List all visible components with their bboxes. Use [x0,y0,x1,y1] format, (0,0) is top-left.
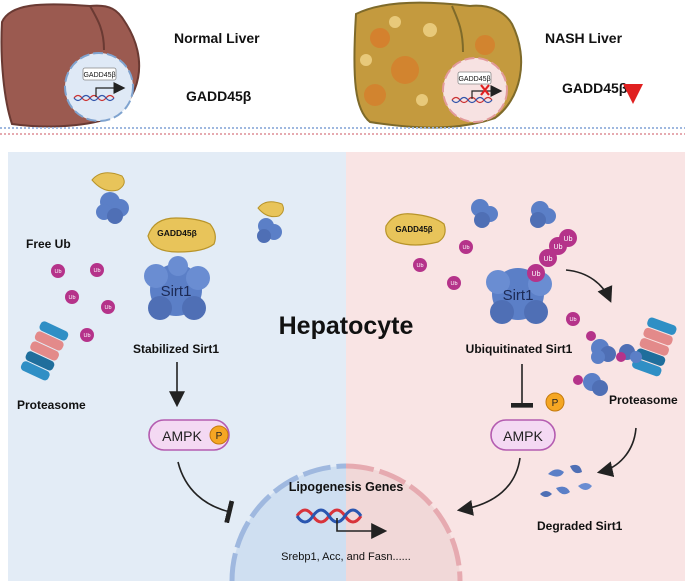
right-proteasome-icon [616,317,677,377]
free-gadd45b-sirt1-complex [91,172,284,243]
right-phospho-badge: P [552,398,559,409]
ub-badge: Ub [544,256,553,263]
left-ampk-node: AMPK P [148,419,230,451]
right-gadd45b-label: GADD45β [395,225,432,234]
lipogenesis-genes-list: Srebp1, Acc, and Fasn...... [281,551,411,563]
ub-badge: Ub [462,245,469,251]
hepatocyte-title: Hepatocyte [279,312,414,340]
right-sirt1-label: Sirt1 [503,287,534,304]
normal-gene-box-label: GADD45β [83,72,115,79]
degraded-sirt1-fragments [540,464,592,497]
lipogenesis-title: Lipogenesis Genes [289,480,404,494]
right-phospho-free: P [545,392,565,412]
ub-badge: Ub [532,271,541,278]
proteasome-to-degraded-arrow [596,427,637,478]
nash-liver-title: NASH Liver [545,30,623,46]
nash-gene-box-label: GADD45β [458,76,490,83]
free-ub-label: Free Ub [26,237,71,251]
sirt1-stabilized: Sirt1 [144,256,210,320]
ub-badge: Ub [416,263,423,269]
ampk-inhibits-lipogenesis [177,461,235,524]
ub-badge: Ub [68,295,75,301]
left-ampk-label: AMPK [162,428,202,444]
right-proteasome-label: Proteasome [609,393,678,407]
ub-badge: Ub [104,305,111,311]
normal-gadd45b-label: GADD45β [186,88,252,104]
ub-badge: Ub [564,236,573,243]
nucleus [229,463,463,581]
ub-badge: Ub [83,333,90,339]
dna-helix-icon [295,508,388,539]
ub-badge: Ub [93,268,100,274]
left-sirt1-label: Sirt1 [161,283,192,300]
ub-badge: Ub [554,244,563,251]
normal-liver-title: Normal Liver [174,30,260,46]
right-ampk-label: AMPK [503,428,543,444]
nash-gadd45b-label: GADD45β [562,80,628,96]
sirt1-ubiquitinated: Sirt1 Ub Ub Ub Ub [486,229,577,324]
degraded-sirt1-label: Degraded Sirt1 [537,519,623,533]
ubiquitinated-sirt1-label: Ubiquitinated Sirt1 [466,342,573,356]
gadd45b-protein: GADD45β [147,217,216,253]
ampk-to-lipogenesis-arrow [456,457,521,516]
left-proteasome-icon [20,321,69,381]
right-free-sirt1-clusters [471,199,556,228]
right-ampk-node: AMPK [490,419,556,451]
right-sirt1-in-transit [573,331,616,396]
ub-badge: Ub [54,269,61,275]
normal-nucleus-cell: GADD45β [64,52,134,122]
ub-badge: Ub [450,281,457,287]
ub-badge: Ub [569,317,576,323]
nash-nucleus-cell: GADD45β [442,57,508,123]
left-proteasome-label: Proteasome [17,398,86,412]
right-gadd45b-protein: GADD45β [385,213,446,246]
left-gadd45b-label: GADD45β [157,228,197,238]
sirt1-to-proteasome-arrow [565,269,613,303]
right-ub-molecules: Ub Ub Ub Ub [413,240,580,326]
left-phospho-badge: P [216,431,223,442]
cell-membrane-divider [0,127,685,135]
free-ub-molecules: Ub Ub Ub Ub Ub [51,263,115,342]
stabilized-sirt1-label: Stabilized Sirt1 [133,342,219,356]
